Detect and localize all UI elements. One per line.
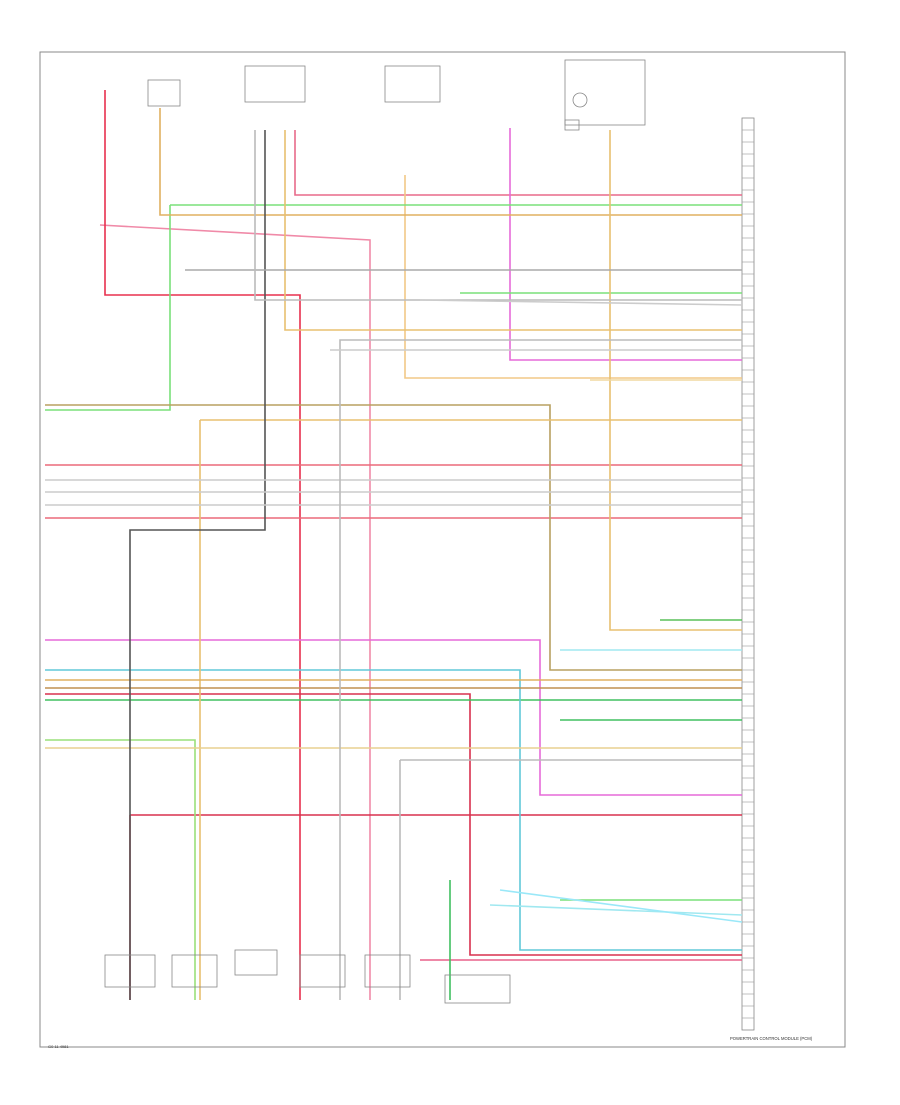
fuse-block [147, 79, 181, 107]
relay-left [244, 65, 306, 103]
camshaft-position-sensor [234, 949, 278, 976]
idle-air-control-valve [444, 974, 511, 1004]
top-right-switch [564, 59, 646, 126]
evap-purge-solenoid [364, 954, 411, 988]
throttle-position-sensor [104, 954, 156, 988]
vehicle-speed-sensor [171, 954, 218, 988]
pcm-label: POWERTRAIN CONTROL MODULE (PCM) [730, 1036, 813, 1041]
crankshaft-position-sensor [299, 954, 346, 988]
relay-right [384, 65, 441, 103]
footer-code: G0 11 4981 [48, 1044, 69, 1049]
